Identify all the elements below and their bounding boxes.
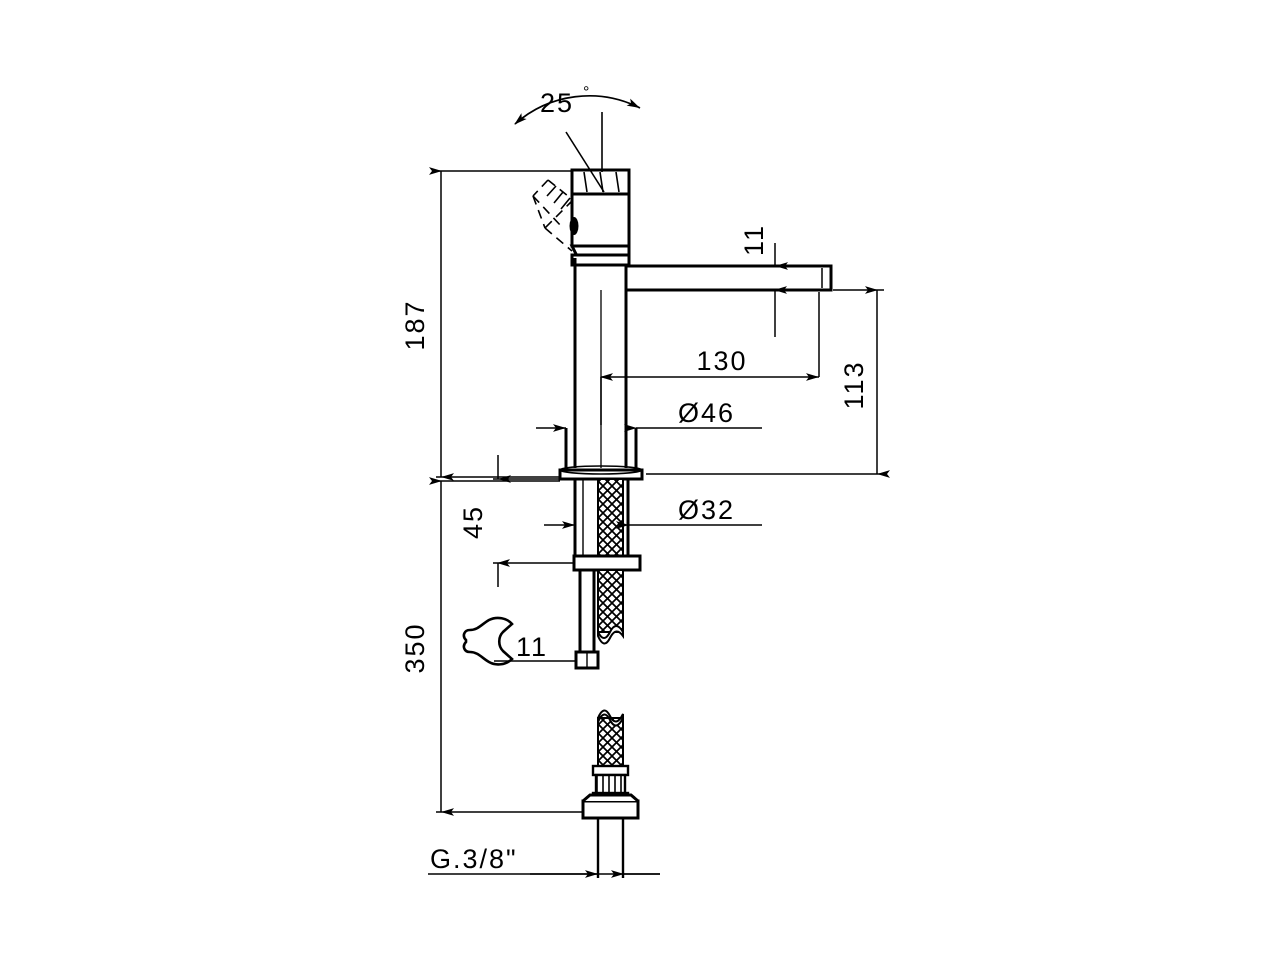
faucet-body-column	[573, 258, 628, 468]
dimension-label-45: 45	[458, 505, 488, 539]
dimension-label-130: 130	[696, 346, 747, 376]
hose-fitting-assembly	[581, 709, 640, 878]
dimension-angle-25	[514, 95, 641, 193]
base-escutcheon	[558, 428, 644, 481]
dimension-label-187: 187	[400, 299, 430, 350]
dimension-130	[600, 292, 820, 425]
spout	[624, 264, 833, 292]
handle-phantom-open	[532, 179, 574, 252]
dimension-label-diameter-32: Ø32	[678, 495, 735, 525]
dimension-label-thread: G.3/8"	[430, 844, 518, 874]
mounting-shank	[572, 478, 642, 670]
wrench-icon	[462, 616, 514, 666]
degree-symbol: °	[583, 84, 589, 101]
handle-phantom-detail	[546, 185, 571, 210]
dimension-label-diameter-46: Ø46	[678, 398, 735, 428]
dimension-113	[646, 286, 890, 478]
handle-assembly	[569, 168, 631, 267]
dimension-45	[493, 455, 574, 587]
dimension-label-wrench-11: 11	[516, 632, 548, 662]
dimension-label-350: 350	[400, 622, 430, 673]
dimension-label-113: 113	[839, 360, 869, 409]
dimension-label-angle: 25	[540, 88, 574, 118]
dimension-187	[429, 167, 572, 481]
dimension-label-11-spout: 11	[739, 224, 769, 256]
